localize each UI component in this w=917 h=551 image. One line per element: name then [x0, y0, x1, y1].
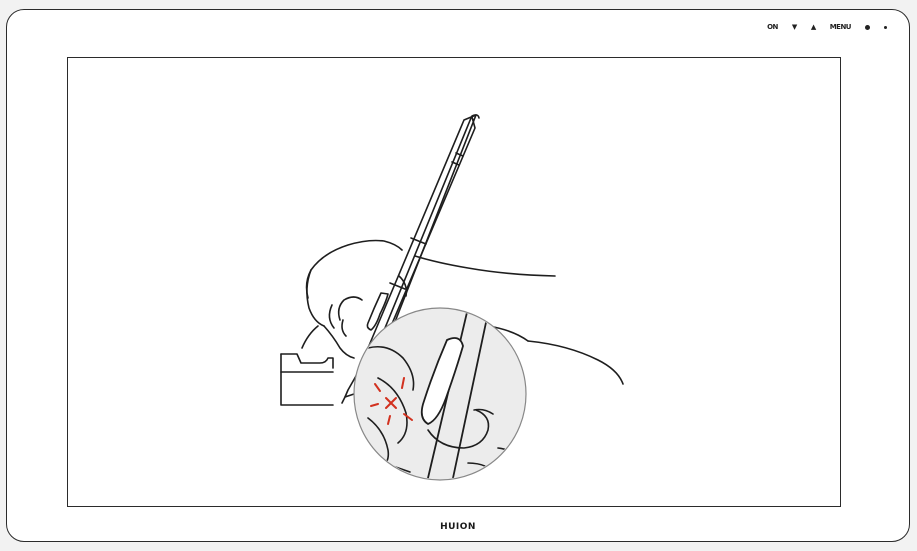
hand-stylus-illustration [68, 58, 839, 505]
tablet-corner-icon [281, 354, 333, 405]
power-light-icon [884, 26, 887, 29]
zoom-detail-circle [354, 308, 526, 483]
power-button[interactable]: ON [767, 22, 778, 32]
indicator-light-icon [865, 25, 870, 30]
display-screen [67, 57, 841, 507]
hardware-button-strip: ON ▼ ▲ MENU [767, 22, 887, 32]
brightness-down-button[interactable]: ▼ [792, 22, 797, 32]
brightness-up-button[interactable]: ▲ [811, 22, 816, 32]
pen-display-frame: ON ▼ ▲ MENU [6, 9, 910, 542]
menu-button[interactable]: MENU [830, 22, 851, 32]
brand-logo: HUION [7, 522, 909, 532]
